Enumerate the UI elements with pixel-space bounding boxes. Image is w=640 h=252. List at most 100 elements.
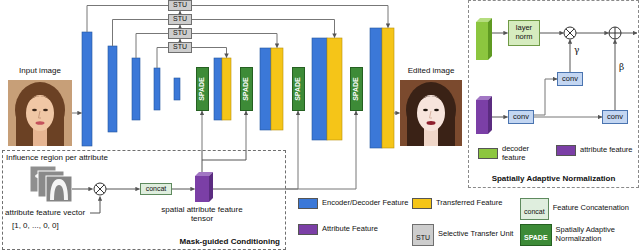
output-wire — [394, 113, 400, 114]
legend-item: attribute feature — [556, 145, 633, 156]
connector — [534, 79, 557, 115]
mask-stack — [30, 166, 72, 202]
encoder-bar — [108, 46, 117, 132]
face — [26, 95, 54, 131]
connector — [202, 111, 203, 150]
mask-region — [50, 179, 68, 200]
node-label: layer norm — [511, 24, 537, 41]
legend-text: Feature Concatenation — [553, 204, 629, 213]
wire — [621, 33, 637, 34]
node-label: concat — [146, 185, 167, 193]
legend-item: Encoder/Decoder Feature — [298, 198, 408, 209]
legend-text: Spatially Adaptive Normalization — [556, 226, 638, 243]
region-title: Spatially Adaptive Normalization — [469, 174, 638, 183]
node-label: SPADE — [242, 77, 250, 101]
decoder-feature-block — [476, 18, 492, 60]
legend-swatch — [298, 198, 318, 209]
gamma-symbol: γ — [574, 45, 579, 55]
spade-block: SPADE — [240, 67, 253, 111]
attribute-tensor — [195, 172, 213, 202]
tensor-side — [209, 172, 213, 202]
operator-plus — [609, 27, 621, 39]
attribute-feature-block — [476, 96, 492, 134]
node-label: STU — [173, 1, 187, 9]
encoder-bar — [132, 58, 140, 120]
selective-transfer-unit: STU — [168, 14, 192, 25]
wire — [202, 150, 203, 173]
multiply-symbol — [94, 183, 106, 195]
spade-block: SPADE — [350, 67, 363, 111]
connector — [286, 111, 356, 189]
decoder-bar — [214, 58, 222, 120]
spade-block: SPADE — [196, 67, 209, 111]
transferred-bar — [222, 58, 231, 120]
legend-sample-box: SPADE — [520, 224, 552, 246]
add-symbol — [609, 27, 621, 39]
eye — [423, 109, 428, 112]
legend-text: Encoder/Decoder Feature — [322, 199, 408, 208]
wire — [106, 189, 140, 190]
bangs — [417, 96, 445, 104]
selective-transfer-unit: STU — [168, 28, 192, 39]
vector-value: [1, 0, ..., 0, 0] — [12, 221, 59, 230]
node-label: STU — [173, 43, 187, 51]
eye — [43, 109, 48, 112]
skip-wire — [192, 20, 335, 38]
image-caption: Input image — [8, 66, 72, 75]
bangs — [26, 96, 54, 104]
leader-wire — [90, 197, 100, 214]
vector-caption: attribute feature vector — [5, 208, 85, 217]
wire — [202, 150, 246, 160]
decoder-bar — [312, 38, 327, 140]
node-label: SPADE — [294, 77, 302, 101]
selective-transfer-unit: STU — [168, 42, 192, 53]
wire — [540, 33, 564, 34]
conv-box: conv — [508, 110, 534, 124]
encoder-bar — [154, 68, 160, 110]
skip-wires — [72, 6, 400, 114]
legend-item: concatFeature Concatenation — [520, 198, 629, 220]
node-label: SPADE — [198, 77, 206, 101]
wire — [172, 189, 195, 190]
legend-swatch — [478, 148, 498, 159]
legend-item: SPADE Spatially Adaptive Normalization — [520, 224, 638, 246]
selective-transfer-unit: STU — [168, 0, 192, 11]
decoder-features — [214, 28, 394, 148]
wire — [213, 189, 286, 190]
skip-wire — [87, 6, 168, 33]
legend-text: Selective Transfer Unit — [438, 230, 513, 239]
legend-text: Transferred Feature — [436, 199, 502, 208]
node-label: SPADE — [352, 77, 360, 101]
legend-text: decoder feature — [502, 145, 554, 162]
block-side — [488, 18, 492, 60]
wire — [492, 117, 508, 118]
multiply-symbol — [564, 27, 576, 39]
wire — [576, 33, 609, 34]
skip-wire — [192, 48, 227, 58]
block-front — [476, 100, 488, 134]
legend-item: Attribute Feature — [298, 224, 378, 235]
legend-sample-box: STU — [412, 224, 434, 246]
sample-label: SPADE — [524, 234, 548, 241]
connector — [286, 111, 298, 189]
legend-item: decoder feature — [478, 145, 554, 162]
wire — [72, 189, 93, 190]
operator-circle — [609, 27, 621, 39]
operator-circle — [564, 27, 576, 39]
block-front — [476, 22, 488, 60]
node-label: conv — [607, 113, 623, 122]
block-side — [488, 96, 492, 134]
nose — [430, 111, 433, 118]
node-label: STU — [173, 15, 187, 23]
legend-text: attribute feature — [580, 146, 633, 155]
photo-ground — [8, 80, 72, 146]
legend-item: Transferred Feature — [412, 198, 502, 209]
conv-box: conv — [602, 110, 628, 124]
node-label: STU — [173, 29, 187, 37]
concat-box: concat — [140, 183, 172, 195]
beta-symbol: β — [619, 62, 624, 72]
wire — [492, 33, 508, 34]
legend-swatch — [556, 145, 576, 156]
mask-image — [46, 176, 72, 202]
